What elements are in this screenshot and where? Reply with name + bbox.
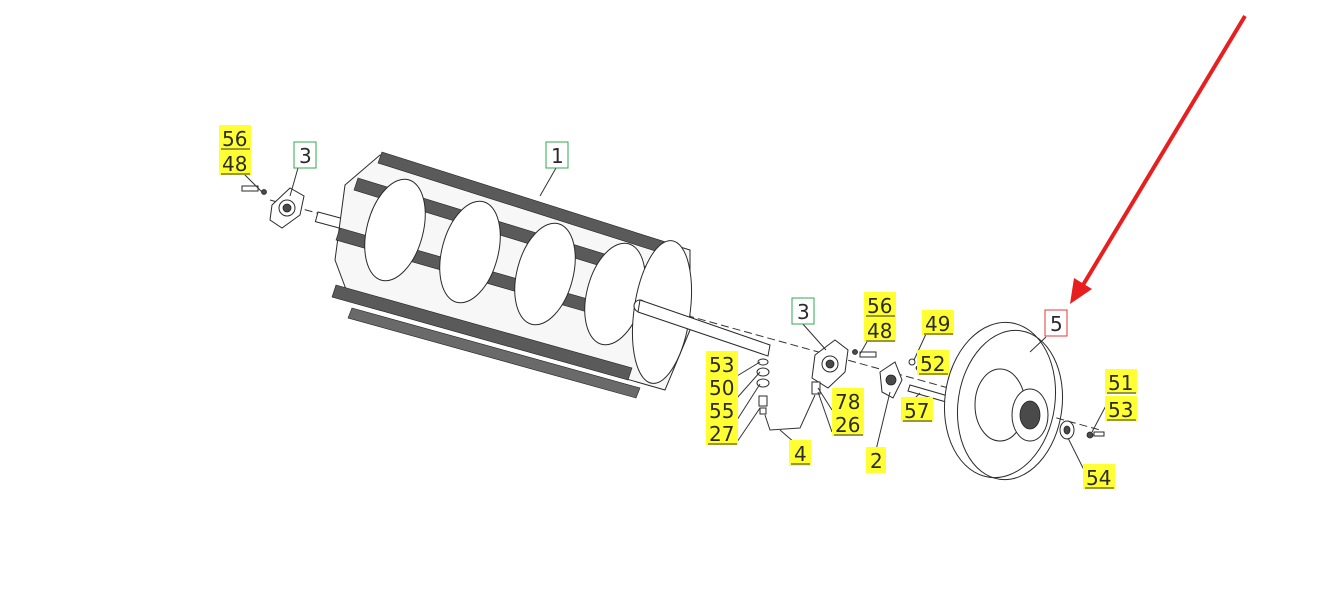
washer-stack — [756, 358, 770, 415]
svg-text:3: 3 — [299, 144, 312, 168]
svg-text:78: 78 — [835, 390, 860, 414]
svg-text:49: 49 — [925, 312, 950, 336]
svg-text:57: 57 — [904, 399, 929, 423]
callout-5: 5 — [1044, 309, 1068, 337]
right-bolt — [852, 349, 877, 358]
callout-50: 50 — [706, 374, 738, 400]
grease-line — [764, 381, 821, 431]
spider-coupling — [879, 361, 903, 399]
svg-text:1: 1 — [551, 144, 564, 168]
callout-1: 1 — [545, 141, 569, 169]
svg-text:56: 56 — [867, 294, 892, 318]
callout-54: 54 — [1083, 464, 1115, 490]
callout-27: 27 — [706, 420, 738, 446]
callout-57: 57 — [901, 397, 933, 423]
svg-text:3: 3 — [797, 300, 810, 324]
red-arrow — [1070, 14, 1247, 304]
right-bearing-flange — [811, 339, 849, 389]
callout-51: 51 — [1105, 369, 1137, 395]
bolt-51 — [1086, 431, 1105, 439]
nut-54 — [1059, 420, 1075, 440]
callout-78: 78 — [832, 388, 864, 414]
callout-53-right: 53 — [1105, 396, 1137, 422]
callout-48-left: 48 — [219, 150, 251, 176]
svg-text:2: 2 — [870, 449, 883, 473]
callout-3-middle: 3 — [791, 297, 815, 325]
svg-text:53: 53 — [709, 353, 734, 377]
svg-text:53: 53 — [1108, 398, 1133, 422]
svg-text:51: 51 — [1108, 371, 1133, 395]
callout-26: 26 — [832, 411, 864, 437]
left-bearing-flange — [269, 187, 305, 229]
left-bolt — [241, 185, 267, 195]
svg-text:52: 52 — [920, 352, 945, 376]
callout-56-middle: 56 — [864, 292, 896, 318]
svg-text:48: 48 — [867, 319, 892, 343]
callout-2: 2 — [866, 447, 886, 473]
callout-56-left: 56 — [219, 125, 251, 151]
svg-text:54: 54 — [1086, 466, 1111, 490]
rotor-drum — [314, 151, 771, 399]
svg-text:56: 56 — [222, 127, 247, 151]
callout-52: 52 — [917, 350, 949, 376]
svg-text:26: 26 — [835, 413, 860, 437]
callout-3-left: 3 — [293, 141, 317, 169]
callout-49: 49 — [922, 310, 954, 336]
callout-53-left-stack: 53 — [706, 351, 738, 377]
svg-text:5: 5 — [1050, 312, 1063, 336]
svg-text:55: 55 — [709, 399, 734, 423]
callout-48-middle: 48 — [864, 317, 896, 343]
svg-text:27: 27 — [709, 422, 734, 446]
callout-4: 4 — [789, 440, 811, 466]
pulley-wheel — [943, 321, 1064, 481]
svg-text:50: 50 — [709, 376, 734, 400]
svg-text:4: 4 — [794, 442, 807, 466]
svg-text:48: 48 — [222, 152, 247, 176]
callout-55: 55 — [706, 397, 738, 423]
